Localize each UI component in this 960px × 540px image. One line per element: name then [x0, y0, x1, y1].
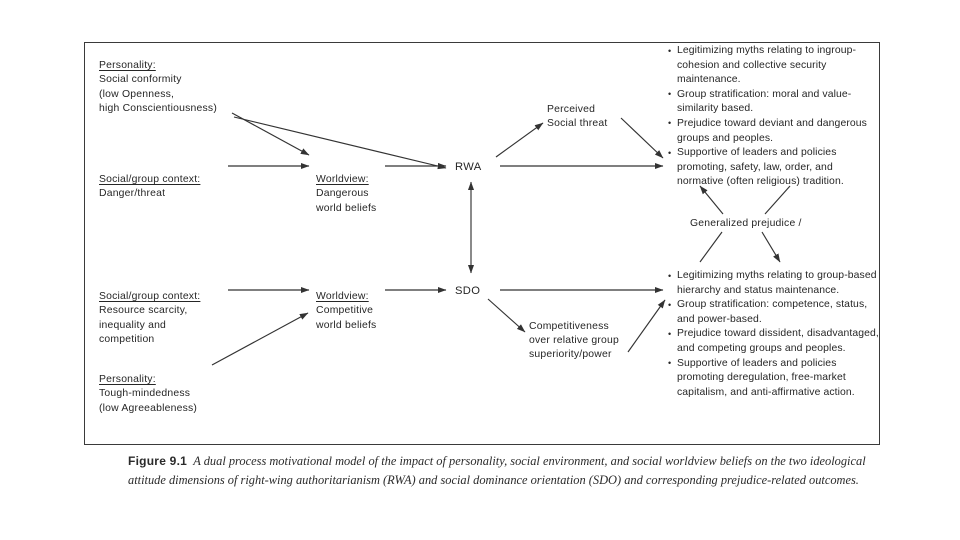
figure-caption: Figure 9.1 A dual process motivational m… — [128, 452, 890, 489]
node-worldview-bottom-body: Competitive world beliefs — [316, 305, 377, 331]
node-personality-top: Personality: Social conformity (low Open… — [99, 45, 217, 130]
figure-number: Figure 9.1 — [128, 454, 188, 468]
node-worldview-top-header: Worldview: — [316, 174, 369, 186]
list-item: Legitimizing myths relating to ingroup-c… — [668, 44, 880, 88]
node-personality-bottom: Personality: Tough-mindedness (low Agree… — [99, 359, 197, 430]
list-item: Supportive of leaders and policies promo… — [668, 146, 880, 190]
node-context-top: Social/group context: Danger/threat — [99, 159, 200, 216]
list-item: Prejudice toward dissident, disadvantage… — [668, 327, 880, 356]
list-item: Legitimizing myths relating to group-bas… — [668, 268, 880, 298]
figure-caption-text: A dual process motivational model of the… — [128, 454, 866, 487]
node-worldview-top-body: Dangerous world beliefs — [316, 188, 377, 214]
node-competitiveness: Competitiveness over relative group supe… — [529, 321, 620, 361]
list-item: Group stratification: moral and value-si… — [668, 87, 880, 117]
node-personality-top-header: Personality: — [99, 60, 156, 72]
node-sdo-label: SDO — [455, 285, 481, 297]
list-item: Group stratification: competence, status… — [668, 298, 880, 327]
node-personality-top-body: Social conformity (low Openness, high Co… — [99, 74, 217, 114]
node-context-top-header: Social/group context: — [99, 174, 201, 186]
outcomes-rwa-list: Legitimizing myths relating to ingroup-c… — [668, 44, 880, 190]
node-context-bottom: Social/group context: Resource scarcity,… — [99, 276, 200, 361]
node-context-bottom-header: Social/group context: — [99, 291, 201, 303]
node-personality-bottom-body: Tough-mindedness (low Agreeableness) — [99, 388, 198, 414]
node-context-top-body: Danger/threat — [99, 188, 166, 200]
outcomes-sdo-list: Legitimizing myths relating to group-bas… — [668, 268, 880, 401]
node-worldview-top: Worldview: Dangerous world beliefs — [316, 159, 376, 230]
node-worldview-bottom: Worldview: Competitive world beliefs — [316, 276, 376, 347]
list-item: Supportive of leaders and policies promo… — [668, 356, 880, 401]
list-item: Prejudice toward deviant and dangerous g… — [668, 116, 880, 146]
node-rwa-label: RWA — [455, 161, 482, 173]
node-generalized-prejudice: Generalized prejudice / — [690, 218, 802, 229]
node-personality-bottom-header: Personality: — [99, 374, 156, 386]
node-worldview-bottom-header: Worldview: — [316, 291, 369, 303]
node-context-bottom-body: Resource scarcity, inequality and compet… — [99, 305, 188, 345]
node-perceived-social-threat: Perceived Social threat — [547, 104, 608, 130]
